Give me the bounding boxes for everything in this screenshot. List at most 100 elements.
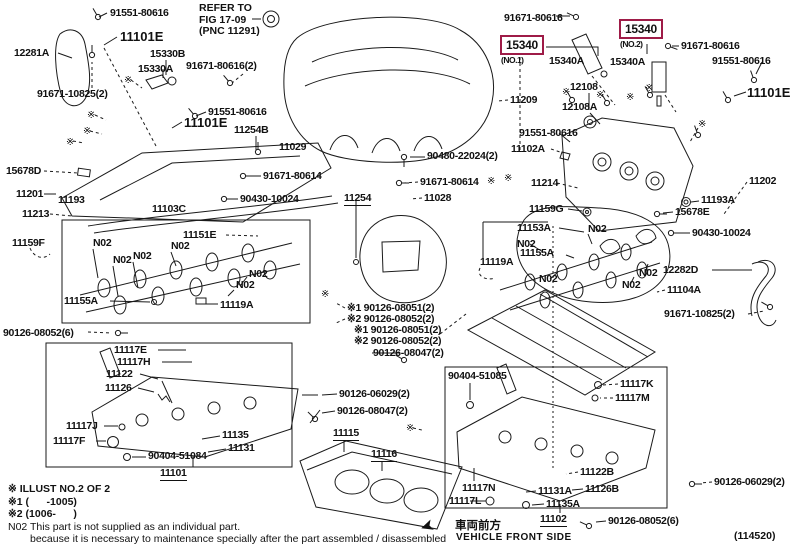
part-number-label[interactable]: ※1 90126-08051(2) bbox=[354, 324, 442, 336]
reference-mark: ※ bbox=[87, 110, 96, 121]
part-number-label[interactable]: 11126B bbox=[585, 483, 619, 495]
part-number-label[interactable]: 90126-08052(6) bbox=[608, 515, 679, 527]
part-number-label[interactable]: 91671-80616(2) bbox=[186, 60, 257, 72]
part-number-label[interactable]: 11122B bbox=[580, 466, 614, 478]
part-number-label[interactable]: 11193A bbox=[701, 194, 735, 206]
part-number-label[interactable]: 15340 bbox=[500, 35, 544, 55]
part-number-label[interactable]: 91671-80616 bbox=[681, 40, 740, 52]
part-number-label[interactable]: 11214 bbox=[531, 177, 559, 189]
part-number-label[interactable]: 90404-51084 bbox=[148, 450, 207, 462]
part-number-label[interactable]: 91671-10825(2) bbox=[37, 88, 108, 100]
part-number-label[interactable]: 11117J bbox=[66, 420, 98, 432]
part-number-label[interactable]: 91551-80616 bbox=[110, 7, 169, 19]
note-line: N02 This part is not supplied as an indi… bbox=[8, 520, 241, 533]
part-number-label[interactable]: 12108 bbox=[570, 81, 598, 93]
note-ref-label: N02 bbox=[588, 223, 607, 235]
part-number-label[interactable]: 15678D bbox=[6, 165, 41, 177]
part-number-label[interactable]: 91671-80614 bbox=[420, 176, 479, 188]
part-number-label[interactable]: 15330B bbox=[150, 48, 185, 60]
part-number-label[interactable]: 12108A bbox=[562, 101, 597, 113]
part-number-label[interactable]: 11209 bbox=[510, 94, 538, 106]
part-number-label[interactable]: 15330A bbox=[138, 63, 173, 75]
part-number-label[interactable]: 11103C bbox=[152, 203, 186, 215]
part-number-label[interactable]: 11101E bbox=[747, 85, 791, 100]
part-number-label[interactable]: 11117F bbox=[53, 435, 86, 447]
part-number-label[interactable]: 11135A bbox=[546, 498, 580, 510]
refer-to-note-line: REFER TO bbox=[199, 2, 252, 14]
part-number-label[interactable]: 91671-80614 bbox=[263, 170, 322, 182]
part-number-label[interactable]: 11117H bbox=[117, 356, 151, 368]
part-number-label[interactable]: 11102A bbox=[511, 143, 545, 155]
part-number-label[interactable]: 11131A bbox=[538, 485, 572, 497]
part-number-label[interactable]: ※2 90126-08052(2) bbox=[347, 313, 435, 325]
part-number-label[interactable]: 11159F bbox=[12, 237, 45, 249]
part-number-label[interactable]: 90430-10024 bbox=[240, 193, 299, 205]
part-number-label[interactable]: ※1 90126-08051(2) bbox=[347, 302, 435, 314]
part-number-label[interactable]: 15340 bbox=[619, 19, 663, 39]
part-number-label[interactable]: 11101E bbox=[120, 29, 164, 44]
part-number-label[interactable]: 91551-80616 bbox=[712, 55, 771, 67]
part-number-label[interactable]: 11117N bbox=[462, 482, 496, 494]
note-ref-label: N02 bbox=[171, 240, 190, 252]
part-number-label[interactable]: 11116 bbox=[371, 448, 397, 462]
part-number-label[interactable]: 11153A bbox=[517, 222, 551, 234]
part-number-label[interactable]: 11131 bbox=[228, 442, 255, 454]
note-ref-label: N02 bbox=[249, 268, 268, 280]
part-number-label[interactable]: 91671-80616 bbox=[504, 12, 563, 24]
reference-mark: ※ bbox=[406, 423, 415, 434]
left-valve-cover-art bbox=[61, 142, 339, 234]
part-number-label[interactable]: 11117E bbox=[114, 344, 147, 356]
part-number-label[interactable]: 11254 bbox=[344, 192, 372, 206]
part-number-label[interactable]: 11104A bbox=[667, 284, 701, 296]
part-number-label[interactable]: 11117L bbox=[449, 495, 482, 507]
part-number-label[interactable]: 90404-51085 bbox=[448, 370, 507, 382]
part-number-label[interactable]: 90480-22024(2) bbox=[427, 150, 498, 162]
part-number-label[interactable]: 11155A bbox=[520, 247, 554, 259]
part-number-label[interactable]: 11101 bbox=[160, 467, 187, 481]
part-number-label[interactable]: 11193 bbox=[58, 194, 85, 206]
part-number-label[interactable]: 11028 bbox=[424, 192, 452, 204]
part-number-label[interactable]: 90126-08047(2) bbox=[373, 347, 444, 359]
part-number-label[interactable]: 11117M bbox=[615, 392, 650, 404]
part-number-label[interactable]: 11135 bbox=[222, 429, 249, 441]
part-number-label[interactable]: 15340A bbox=[549, 55, 584, 67]
part-number-label[interactable]: 90126-08047(2) bbox=[337, 405, 408, 417]
part-number-label[interactable]: 11254B bbox=[234, 124, 269, 136]
reference-mark: ※ bbox=[698, 119, 707, 130]
part-number-label[interactable]: 15678E bbox=[675, 206, 710, 218]
part-number-label[interactable]: 11151E bbox=[183, 229, 217, 241]
part-number-label[interactable]: 11102 bbox=[540, 513, 567, 527]
part-number-label[interactable]: 11155A bbox=[64, 295, 98, 307]
front-marker-japanese: 車両前方 bbox=[455, 520, 501, 532]
left-camshafts-art bbox=[61, 219, 311, 324]
part-number-label[interactable]: 11201 bbox=[16, 188, 44, 200]
part-number-label[interactable]: 91551-80616 bbox=[208, 106, 267, 118]
footnotes-block: ※ ILLUST NO.2 OF 2※1 ( -1005)※2 (1006- )… bbox=[8, 483, 446, 546]
part-number-label[interactable]: ※2 90126-08052(2) bbox=[354, 335, 442, 347]
ignition-coils-art bbox=[571, 33, 667, 107]
part-number-label[interactable]: 12282D bbox=[663, 264, 698, 276]
part-number-label[interactable]: 11101E bbox=[184, 115, 228, 130]
part-number-label[interactable]: 11119A bbox=[220, 299, 254, 311]
part-number-label[interactable]: 90430-10024 bbox=[692, 227, 751, 239]
right-valve-cover-art bbox=[516, 115, 694, 303]
reference-mark: ※ bbox=[562, 87, 571, 98]
part-number-label[interactable]: 12281A bbox=[14, 47, 49, 59]
part-number-label[interactable]: 11202 bbox=[749, 175, 777, 187]
part-number-label[interactable]: 90126-08052(6) bbox=[3, 327, 74, 339]
part-number-label[interactable]: 11115 bbox=[333, 427, 359, 441]
part-number-label[interactable]: 90126-06029(2) bbox=[339, 388, 410, 400]
part-number-label[interactable]: 90126-06029(2) bbox=[714, 476, 785, 488]
leader-lines-dashed bbox=[29, 47, 765, 484]
part-number-label[interactable]: 91551-80616 bbox=[519, 127, 578, 139]
part-number-label[interactable]: 11122 bbox=[106, 368, 133, 380]
part-number-label[interactable]: 91671-10825(2) bbox=[664, 308, 735, 320]
part-number-label[interactable]: 15340A bbox=[610, 56, 645, 68]
part-number-label[interactable]: 11029 bbox=[279, 141, 307, 153]
part-number-label[interactable]: 11119A bbox=[480, 256, 514, 268]
part-number-label[interactable]: 11213 bbox=[22, 208, 50, 220]
part-number-label[interactable]: 11126 bbox=[105, 382, 132, 394]
part-number-label[interactable]: 11159G bbox=[529, 203, 564, 215]
part-number-label[interactable]: 11117K bbox=[620, 378, 654, 390]
